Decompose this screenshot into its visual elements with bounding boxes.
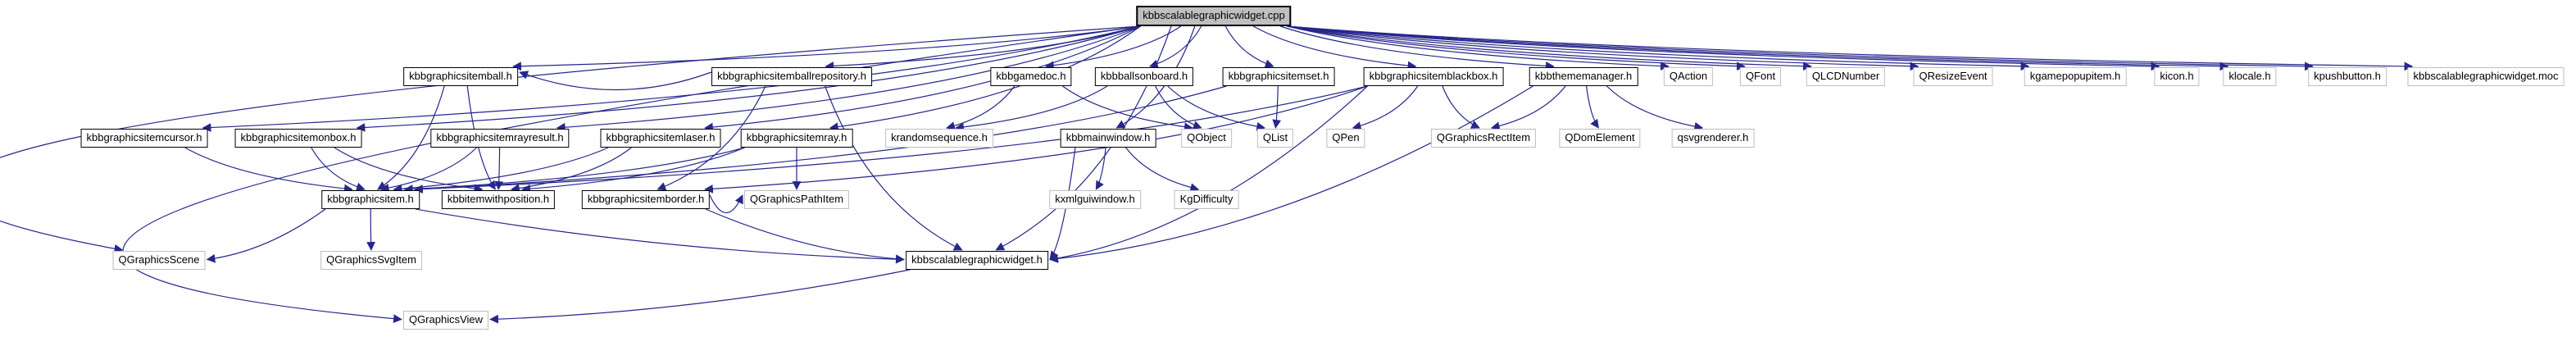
include-edge-theme-widgeth — [1049, 85, 1533, 263]
include-edge-rayresult-item — [379, 147, 477, 193]
graph-node-qaction: QAction — [1663, 67, 1714, 86]
graph-node-cpp[interactable]: kbbscalablegraphicwidget.cpp — [1136, 6, 1292, 26]
include-edge-border-widgeth — [705, 208, 905, 264]
include-edge-cpp-rayresult — [556, 25, 1141, 132]
include-edge-ballsonboard-qlist — [1167, 85, 1266, 131]
graph-node-qsvgitem: QGraphicsSvgItem — [320, 251, 422, 270]
graph-node-item[interactable]: kbbgraphicsitem.h — [321, 190, 420, 209]
include-edge-cpp-moc — [1287, 25, 2414, 71]
include-edge-cpp-klocale — [1287, 25, 2229, 71]
include-edge-cpp-qresize — [1287, 25, 1920, 71]
include-edge-repo-widgeth — [825, 85, 963, 251]
graph-node-withpos[interactable]: kbbitemwithposition.h — [441, 190, 556, 209]
include-edge-mainwindow-kgdiff — [1125, 147, 1200, 192]
include-edge-blackbox-qpen — [1352, 85, 1419, 130]
include-edge-cpp-ballsonboard — [1148, 25, 1202, 69]
graph-node-gamedoc[interactable]: kbbgamedoc.h — [990, 67, 1072, 86]
include-edge-cpp-repo — [825, 25, 1141, 71]
graph-node-qlist: QList — [1256, 129, 1294, 148]
include-edge-cpp-kpushbutton — [1287, 25, 2314, 71]
graph-node-mainwindow[interactable]: kbbmainwindow.h — [1060, 129, 1156, 148]
include-edge-rayresult-withpos — [494, 147, 504, 190]
include-edge-cpp-gamedoc — [1044, 25, 1182, 71]
include-edge-mainwindow-widgeth — [1049, 147, 1076, 261]
include-edge-item-qsvgitem — [366, 208, 375, 251]
graph-node-kgamepopup: kgamepopupitem.h — [2024, 67, 2127, 86]
include-edge-cpp-blackbox — [1252, 25, 1417, 71]
include-edge-ballsonboard-qobject — [1155, 85, 1202, 130]
graph-node-widgeth[interactable]: kbbscalablegraphicwidget.h — [906, 251, 1048, 270]
include-edge-cpp-ball — [512, 25, 1141, 71]
graph-node-itemset[interactable]: kbbgraphicsitemset.h — [1222, 67, 1335, 86]
graph-node-border[interactable]: kbbgraphicsitemborder.h — [581, 190, 711, 209]
graph-node-qscene: QGraphicsScene — [112, 251, 206, 270]
graph-node-kicon: kicon.h — [2154, 67, 2200, 86]
graph-node-cursor[interactable]: kbbgraphicsitemcursor.h — [80, 129, 208, 148]
graph-node-qpath: QGraphicsPathItem — [743, 190, 850, 209]
include-edge-widgeth-qview — [489, 269, 911, 324]
graph-node-ball[interactable]: kbbgraphicsitemball.h — [403, 67, 518, 86]
graph-node-ray[interactable]: kbbgraphicsitemray.h — [740, 129, 853, 148]
graph-node-qobject: QObject — [1181, 129, 1232, 148]
include-edge-blackbox-qrect — [1442, 85, 1480, 129]
include-edge-blackbox-item — [414, 85, 1368, 194]
include-edge-cpp-qfont — [1287, 25, 1746, 71]
graph-node-qresize: QResizeEvent — [1913, 67, 1993, 86]
include-edge-itemset-qlist — [1272, 85, 1282, 129]
graph-node-onbox[interactable]: kbbgraphicsitemonbox.h — [234, 129, 362, 148]
include-edge-mainwindow-kxml — [1095, 147, 1106, 190]
graph-node-moc: kbbscalablegraphicwidget.moc — [2407, 67, 2565, 86]
graph-node-krandom: krandomsequence.h — [885, 129, 993, 148]
include-edge-laser-item — [393, 147, 609, 194]
graph-node-blackbox[interactable]: kbbgraphicsitemblackbox.h — [1363, 67, 1504, 86]
graph-node-kgdiff: KgDifficulty — [1174, 190, 1239, 209]
include-edge-theme-qsvgr — [1606, 85, 1704, 131]
graph-node-kpushbutton: kpushbutton.h — [2308, 67, 2387, 86]
include-edge-ball-item — [377, 85, 445, 190]
include-edge-repo-border — [656, 85, 766, 191]
include-edge-cpp-qscene — [0, 25, 1141, 253]
graph-node-qsvgr: qsvgrenderer.h — [1671, 129, 1755, 148]
include-edge-ray-item — [403, 147, 745, 194]
include-edge-border-qpath — [709, 194, 743, 213]
include-edge-cpp-itemset — [1224, 25, 1274, 68]
include-edge-repo-ball — [519, 71, 712, 91]
include-edge-cpp-qaction — [1287, 25, 1670, 71]
include-edge-theme-qdom — [1586, 85, 1599, 129]
graph-node-qpen: QPen — [1326, 129, 1365, 148]
graph-node-repo[interactable]: kbbgraphicsitemballrepository.h — [711, 67, 872, 86]
include-edge-cpp-cursor — [202, 25, 1141, 132]
graph-node-rayresult[interactable]: kbbgraphicsitemrayresult.h — [430, 129, 570, 148]
include-edge-cpp-qview — [122, 25, 1141, 323]
include-edge-theme-qrect — [1490, 85, 1566, 131]
include-edge-cpp-kgamepopup — [1287, 25, 2030, 71]
graph-node-qfont: QFont — [1739, 67, 1782, 86]
include-edge-blackbox-border — [704, 85, 1368, 194]
graph-node-laser[interactable]: kbbgraphicsitemlaser.h — [600, 129, 721, 148]
include-edge-gamedoc-krandom — [946, 85, 1015, 130]
graph-node-ballsonboard[interactable]: kbbballsonboard.h — [1094, 67, 1194, 86]
graph-node-qrect: QGraphicsRectItem — [1430, 129, 1537, 148]
graph-node-qview: QGraphicsView — [402, 311, 489, 330]
include-edge-ballsonboard-krandom — [955, 85, 1108, 132]
include-edge-cpp-theme — [1279, 25, 1555, 71]
include-edge-cpp-kicon — [1287, 25, 2160, 71]
include-edge-cpp-qlcd — [1287, 25, 1812, 71]
include-edge-ball-withpos — [466, 85, 496, 190]
graph-node-kxml: kxmlguiwindow.h — [1049, 190, 1141, 209]
graph-node-theme[interactable]: kbbthememanager.h — [1529, 67, 1638, 86]
include-edge-gamedoc-qobject — [1062, 85, 1193, 132]
include-edge-cpp-onbox — [356, 25, 1141, 132]
include-edge-item-widgeth — [415, 208, 905, 264]
include-edge-item-qscene — [206, 208, 326, 263]
graph-node-qdom: QDomElement — [1559, 129, 1641, 148]
include-edge-cursor-item — [184, 147, 353, 194]
include-edge-ray-withpos — [521, 147, 745, 194]
include-edge-itemset-item — [414, 85, 1227, 194]
graph-node-klocale: klocale.h — [2223, 67, 2277, 86]
include-edge-onbox-item — [311, 147, 366, 192]
include-edge-cpp-laser — [704, 25, 1141, 132]
graph-node-qlcd: QLCDNumber — [1806, 67, 1886, 86]
